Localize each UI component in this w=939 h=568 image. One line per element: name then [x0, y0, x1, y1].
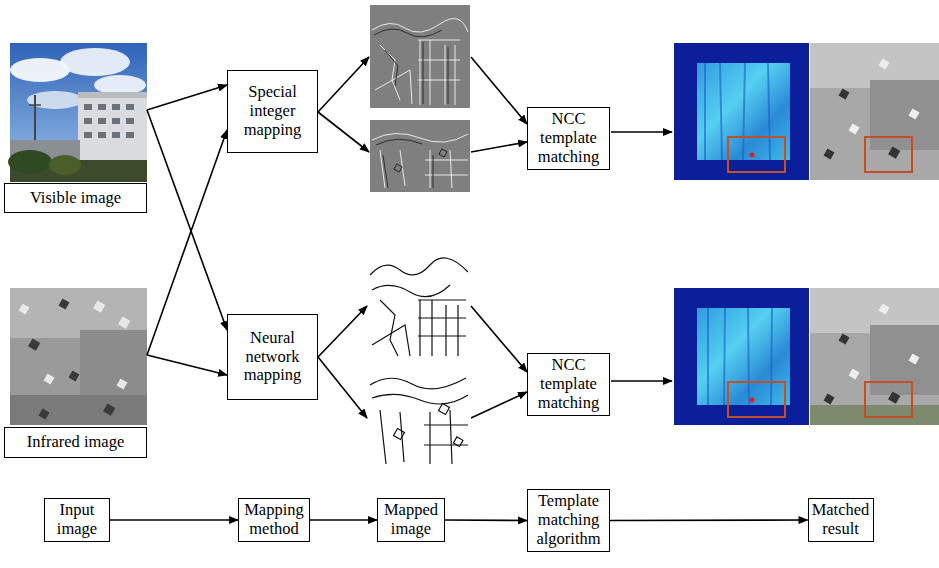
arrow-line [110, 519, 238, 521]
image-label: Infrared image [4, 427, 147, 458]
matched-photo [810, 43, 939, 180]
image-node: Visible image [4, 43, 147, 213]
process-box: NCC template matching [527, 353, 610, 416]
arrow-line [471, 142, 527, 152]
arrow-line [147, 355, 227, 375]
flow-arrow [110, 520, 238, 521]
process-box: Neural network mapping [227, 314, 318, 400]
flow-arrow [147, 110, 227, 330]
node-text: NCC template matching [531, 110, 606, 167]
arrow-line [610, 519, 808, 521]
arrow-line [147, 130, 227, 355]
infrared-photo [10, 288, 147, 425]
arrow-line [147, 110, 227, 330]
neural-mapped-images [368, 255, 470, 468]
node-text: Input image [48, 501, 106, 539]
result-arrow [611, 380, 672, 382]
correlation-map [674, 288, 809, 425]
arrow-line [445, 519, 527, 521]
flow-arrow [310, 520, 377, 521]
flow-arrow [147, 130, 227, 355]
arrow-line [471, 57, 527, 124]
legend-box: Input image [44, 498, 110, 542]
correlation-map [674, 43, 809, 180]
arrow-line [471, 392, 527, 418]
node-text: NCC template matching [531, 356, 606, 413]
visible-photo [8, 43, 147, 182]
matched-photo [810, 288, 939, 425]
arrow-line [318, 357, 367, 418]
node-text: Special integer mapping [231, 83, 314, 140]
process-box: NCC template matching [527, 107, 610, 170]
image-node: Infrared image [4, 288, 147, 458]
legend-box: Mapped image [377, 498, 445, 542]
flow-arrow [610, 520, 808, 522]
node-text: Template matching algorithm [531, 492, 606, 549]
image-label: Visible image [4, 183, 147, 213]
process-box: Special integer mapping [227, 70, 318, 153]
node-text: Infrared image [27, 433, 125, 452]
node-text: Visible image [30, 189, 121, 208]
arrow-line [471, 306, 527, 372]
arrow-line [318, 112, 369, 152]
flow-arrow [445, 520, 527, 522]
flow-arrow [147, 355, 227, 375]
flow-arrow [318, 306, 527, 418]
node-text: Mapped image [381, 501, 441, 539]
integer-mapped-images [370, 5, 470, 192]
arrow-line [318, 306, 367, 357]
legend-box: Matched result [808, 498, 874, 542]
arrow-line [147, 85, 227, 110]
arrow-line [310, 519, 377, 521]
node-text: Neural network mapping [231, 329, 314, 386]
legend-box: Template matching algorithm [527, 489, 610, 552]
result-arrow [611, 131, 672, 133]
node-text: Mapping method [242, 501, 306, 539]
node-text: Matched result [812, 501, 870, 539]
flow-arrow [318, 57, 527, 152]
flow-arrow [147, 85, 227, 110]
legend-box: Mapping method [238, 498, 310, 542]
arrow-line [318, 57, 369, 112]
